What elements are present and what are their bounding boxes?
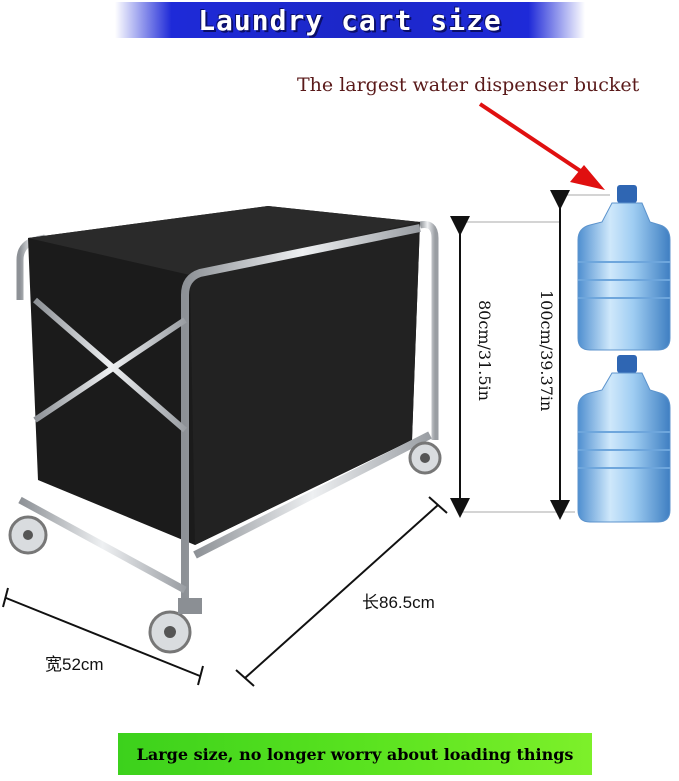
title-banner: Laundry cart size [115,2,585,38]
dimension-lines [2,190,610,687]
footer-text: Large size, no longer worry about loadin… [136,744,574,764]
cart-height-label: 80cm/31.5in [475,300,494,401]
cart-wheels [8,441,442,654]
water-bottle-bottom [577,355,671,523]
water-bottle-top [577,185,671,351]
bucket-caption: The largest water dispenser bucket [297,74,640,96]
length-label: 长86.5cm [362,593,435,612]
footer-banner: Large size, no longer worry about loadin… [118,733,592,775]
total-height-label: 100cm/39.37in [537,290,556,412]
pointer-arrow [478,102,605,190]
cart-frame-front [18,224,432,600]
page-title: Laundry cart size [198,3,502,37]
cart-bag [28,206,420,545]
width-label: 宽52cm [45,655,104,674]
